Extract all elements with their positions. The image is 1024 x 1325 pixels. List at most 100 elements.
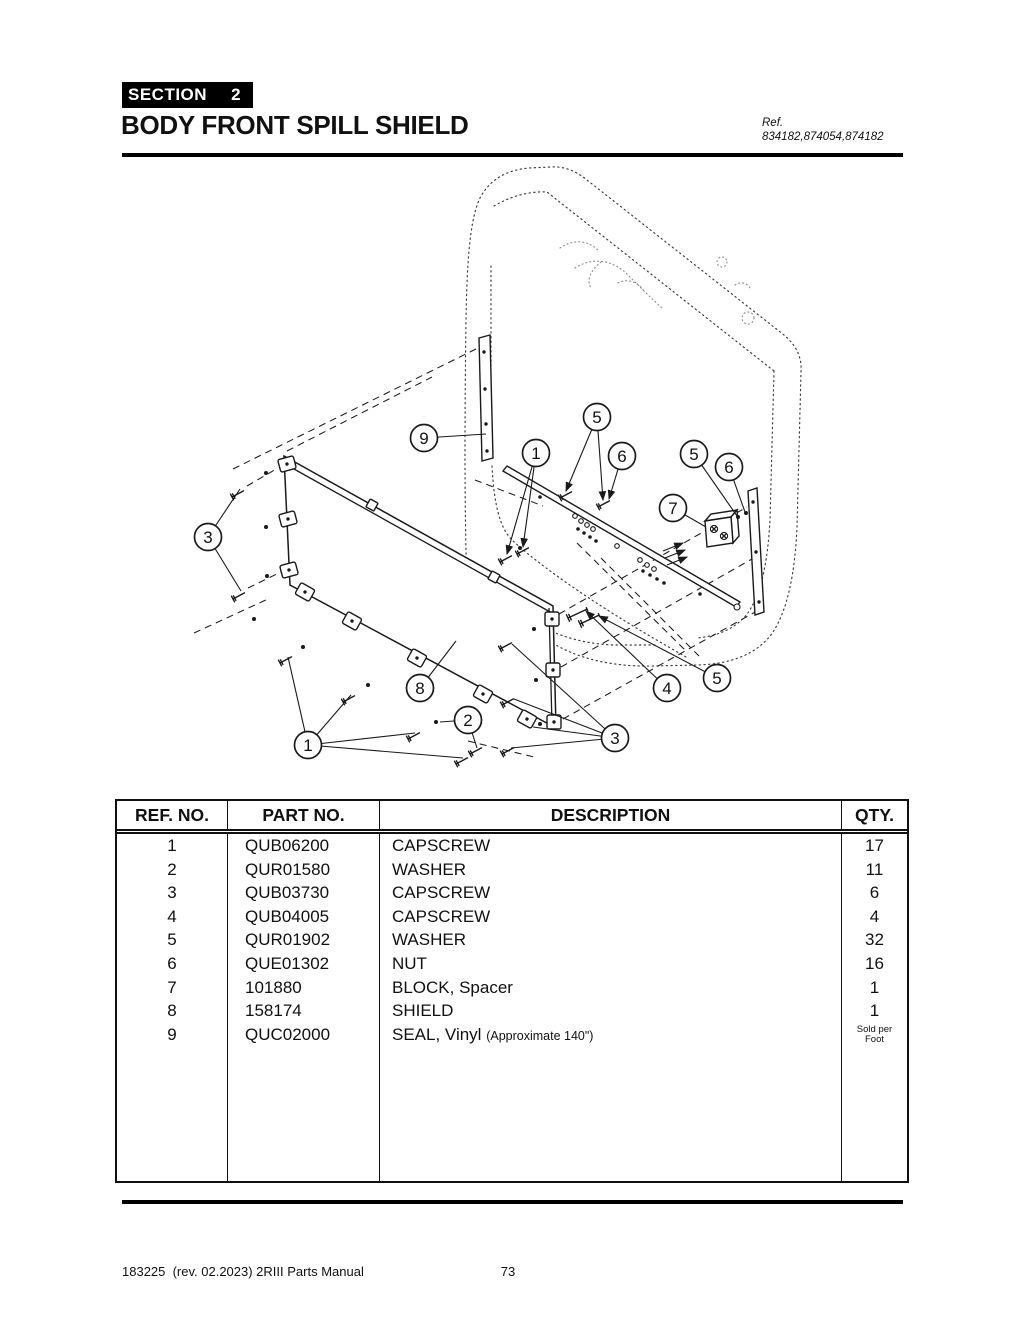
header-qty: QTY. [855, 805, 894, 825]
ref-no: 6 [117, 951, 228, 976]
callout-4: 4 [652, 673, 682, 703]
section-number: 2 [231, 85, 242, 104]
svg-text:3: 3 [203, 528, 212, 547]
ref-no: 2 [117, 857, 228, 882]
svg-text:9: 9 [419, 429, 428, 448]
description: NUT [380, 951, 842, 976]
description: BLOCK, Spacer [380, 975, 842, 1000]
svg-text:8: 8 [415, 679, 424, 698]
header-ref-no: REF. NO. [117, 801, 228, 829]
svg-text:3: 3 [610, 729, 619, 748]
callout-7: 7 [658, 493, 688, 523]
diagram-svg: 9 1 5 6 5 6 7 3 8 2 1 3 4 5 [193, 166, 802, 768]
ref-numbers: 834182,874054,874182 [762, 131, 884, 143]
callouts: 9 1 5 6 5 6 7 3 8 2 1 3 4 5 [193, 402, 744, 760]
header-rule [122, 153, 903, 157]
footer-page-number: 73 [500, 1264, 516, 1279]
body-logo-stipple [559, 241, 755, 325]
callout-2: 2 [453, 705, 483, 735]
table-row: 2 QUR01580 WASHER 11 [117, 857, 907, 882]
ref-no: 4 [117, 904, 228, 929]
seal-strip-left [478, 334, 494, 462]
svg-text:6: 6 [724, 458, 733, 477]
ref-no: 7 [117, 975, 228, 1000]
part-no: QUB04005 [228, 904, 380, 929]
ref-no: 3 [117, 881, 228, 905]
shield-panel [283, 454, 557, 730]
description: WASHER [380, 857, 842, 882]
callout-3: 3 [193, 522, 223, 552]
svg-text:4: 4 [662, 679, 671, 698]
description-note: (Approximate 140") [486, 1028, 594, 1043]
part-no: QUB06200 [228, 834, 380, 858]
reference-block: Ref. 834182,874054,874182 [762, 116, 884, 144]
table-row: 4 QUB04005 CAPSCREW 4 [117, 904, 907, 929]
part-no: QUR01580 [228, 857, 380, 882]
svg-text:5: 5 [592, 408, 601, 427]
ref-no: 1 [117, 834, 228, 858]
parts-table: REF. NO. PART NO. DESCRIPTION QTY. 1 QUB… [115, 799, 909, 1183]
callout-6: 6 [607, 441, 637, 471]
ref-no: 5 [117, 928, 228, 952]
callout-8: 8 [405, 673, 435, 703]
qty: 1 [869, 1001, 880, 1021]
description: WASHER [380, 928, 842, 952]
qty: 11 [865, 859, 884, 879]
table-row: 8 158174 SHIELD 1 [117, 999, 907, 1023]
description: CAPSCREW [380, 881, 842, 905]
bar-fastener-cluster [538, 495, 702, 596]
footer-doc-info: 183225 (rev. 02.2023) 2RIII Parts Manual [122, 1264, 364, 1279]
callout-3b: 3 [600, 723, 630, 753]
machine-body-outline [464, 166, 802, 667]
svg-text:5: 5 [689, 445, 698, 464]
part-no: QUC02000 [228, 1022, 380, 1047]
table-header-row: REF. NO. PART NO. DESCRIPTION QTY. [117, 801, 907, 834]
description: CAPSCREW [380, 834, 842, 858]
callout-9: 9 [409, 423, 439, 453]
callout-5: 5 [582, 402, 612, 432]
svg-text:7: 7 [668, 499, 677, 518]
header-description: DESCRIPTION [380, 801, 842, 829]
table-row: 7 101880 BLOCK, Spacer 1 [117, 975, 907, 1000]
table-row: 1 QUB06200 CAPSCREW 17 [117, 834, 907, 858]
table-filler [117, 1046, 907, 1181]
svg-text:1: 1 [303, 736, 312, 755]
table-row: 6 QUE01302 NUT 16 [117, 951, 907, 976]
ref-label: Ref. [762, 117, 784, 129]
part-no: QUB03730 [228, 881, 380, 905]
callout-1b: 1 [293, 730, 323, 760]
qty: 17 [865, 836, 884, 855]
callout-5b: 5 [679, 439, 709, 469]
table-row: 5 QUR01902 WASHER 32 [117, 928, 907, 952]
shield-mounting-tabs [277, 455, 562, 730]
footer-rule [122, 1200, 903, 1204]
construction-lines [193, 348, 758, 758]
seal-strip-right [747, 487, 765, 616]
spacer-block [662, 508, 748, 566]
qty: 32 [865, 930, 884, 950]
part-no: 101880 [228, 975, 380, 1000]
part-no: QUE01302 [228, 951, 380, 976]
ref-no: 9 [117, 1022, 228, 1047]
callout-5c: 5 [702, 663, 732, 693]
page-title: BODY FRONT SPILL SHIELD [121, 110, 469, 140]
table-row: 9 QUC02000 SEAL, Vinyl (Approximate 140"… [117, 1022, 907, 1047]
callout-1: 1 [521, 438, 551, 468]
description: SHIELD [380, 999, 842, 1023]
mounting-bar [501, 465, 742, 611]
svg-text:2: 2 [463, 711, 472, 730]
part-no: QUR01902 [228, 928, 380, 952]
qty: Sold per Foot [856, 1023, 893, 1046]
qty: 6 [869, 883, 880, 903]
header-part-no: PART NO. [228, 801, 380, 829]
svg-text:1: 1 [531, 444, 540, 463]
exploded-view-diagram: 9 1 5 6 5 6 7 3 8 2 1 3 4 5 [0, 163, 1024, 798]
description: SEAL, Vinyl (Approximate 140") [380, 1022, 842, 1047]
table-row: 3 QUB03730 CAPSCREW 6 [117, 881, 907, 905]
callout-6b: 6 [714, 452, 744, 482]
ref-no: 8 [117, 999, 228, 1023]
svg-text:5: 5 [712, 669, 721, 688]
description: CAPSCREW [380, 904, 842, 929]
